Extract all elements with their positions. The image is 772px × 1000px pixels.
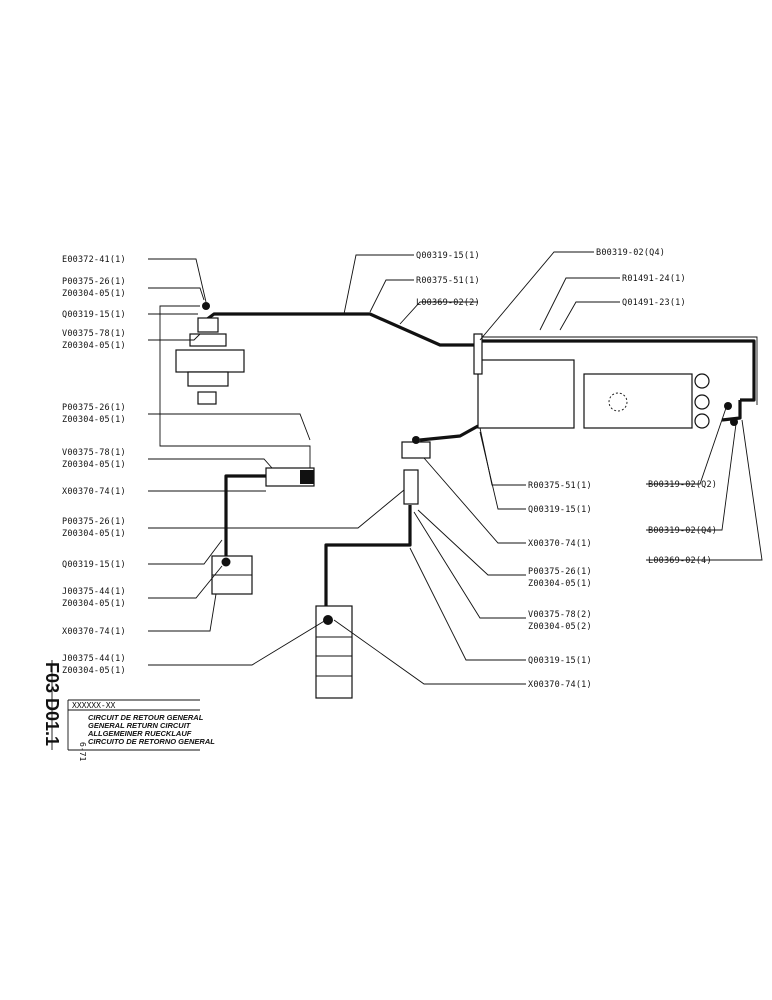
label-r01491-top: R01491-24(1) <box>622 274 686 284</box>
label-b00319-q2: B00319-02(Q2) <box>648 480 717 490</box>
label-z00304-r1: Z00304-05(1) <box>528 579 592 589</box>
label-b00319-top: B00319-02(Q4) <box>596 248 665 258</box>
label-r00375-r: R00375-51(1) <box>528 481 592 491</box>
label-z00304-b: Z00304-05(1) <box>62 341 126 351</box>
label-z00304-a: Z00304-05(1) <box>62 289 126 299</box>
label-e00372: E00372-41(1) <box>62 255 126 265</box>
label-r00375-top: R00375-51(1) <box>416 276 480 286</box>
label-p00375-a: P00375-26(1) <box>62 277 126 287</box>
label-x00370-b: X00370-74(1) <box>62 627 126 637</box>
labels-top: Q00319-15(1) R00375-51(1) L00369-02(2) B… <box>416 248 686 308</box>
label-p00375-c: P00375-26(1) <box>62 517 126 527</box>
title-ref: XXXXXX-XX <box>72 701 116 710</box>
title-line-de: ALLGEMEINER RUECKLAUF <box>87 729 192 738</box>
label-z00304-e: Z00304-05(1) <box>62 529 126 539</box>
labels-left: E00372-41(1) P00375-26(1) Z00304-05(1) Q… <box>62 255 126 676</box>
center-valve <box>401 436 431 505</box>
lower-tank <box>315 605 353 699</box>
title-line-fr: CIRCUIT DE RETOUR GENERAL <box>88 713 204 722</box>
label-l00369-r: L00369-02(4) <box>648 556 712 566</box>
label-q00319-a: Q00319-15(1) <box>62 310 126 320</box>
label-z00304-c: Z00304-05(1) <box>62 415 126 425</box>
left-tank <box>211 555 253 595</box>
motor-pump-unit <box>175 302 245 405</box>
label-q00319-r2: Q00319-15(1) <box>528 656 592 666</box>
label-z00304-d: Z00304-05(1) <box>62 460 126 470</box>
label-z00304-r2: Z00304-05(2) <box>528 622 592 632</box>
date-code: 6-71 <box>78 742 87 761</box>
title-line-es: CIRCUITO DE RETORNO GENERAL <box>88 737 215 746</box>
label-j00375-b: J00375-44(1) <box>62 654 126 664</box>
label-l00369-top: L00369-02(2) <box>416 298 480 308</box>
label-q00319-top: Q00319-15(1) <box>416 251 480 261</box>
label-v00375-b: V00375-78(1) <box>62 448 126 458</box>
label-x00370-a: X00370-74(1) <box>62 487 126 497</box>
label-v00375-a: V00375-78(1) <box>62 329 126 339</box>
label-p00375-b: P00375-26(1) <box>62 403 126 413</box>
sheet-code: F03 D01.1 <box>42 662 62 746</box>
label-v00375-r: V00375-78(2) <box>528 610 592 620</box>
label-q01491-top: Q01491-23(1) <box>622 298 686 308</box>
labels-right: R00375-51(1) Q00319-15(1) X00370-74(1) P… <box>528 480 717 690</box>
label-z00304-g: Z00304-05(1) <box>62 666 126 676</box>
label-x00370-r2: X00370-74(1) <box>528 680 592 690</box>
label-z00304-f: Z00304-05(1) <box>62 599 126 609</box>
reservoir-block <box>473 333 738 429</box>
label-p00375-r: P00375-26(1) <box>528 567 592 577</box>
label-q00319-r: Q00319-15(1) <box>528 505 592 515</box>
leader-lines <box>148 251 763 685</box>
label-x00370-r: X00370-74(1) <box>528 539 592 549</box>
filter-unit <box>265 467 315 487</box>
title-block: XXXXXX-XX CIRCUIT DE RETOUR GENERAL GENE… <box>42 660 215 761</box>
label-b00319-q4: B00319-02(Q4) <box>648 526 717 536</box>
title-line-en: GENERAL RETURN CIRCUIT <box>88 721 192 730</box>
label-j00375-a: J00375-44(1) <box>62 587 126 597</box>
label-q00319-b: Q00319-15(1) <box>62 560 126 570</box>
